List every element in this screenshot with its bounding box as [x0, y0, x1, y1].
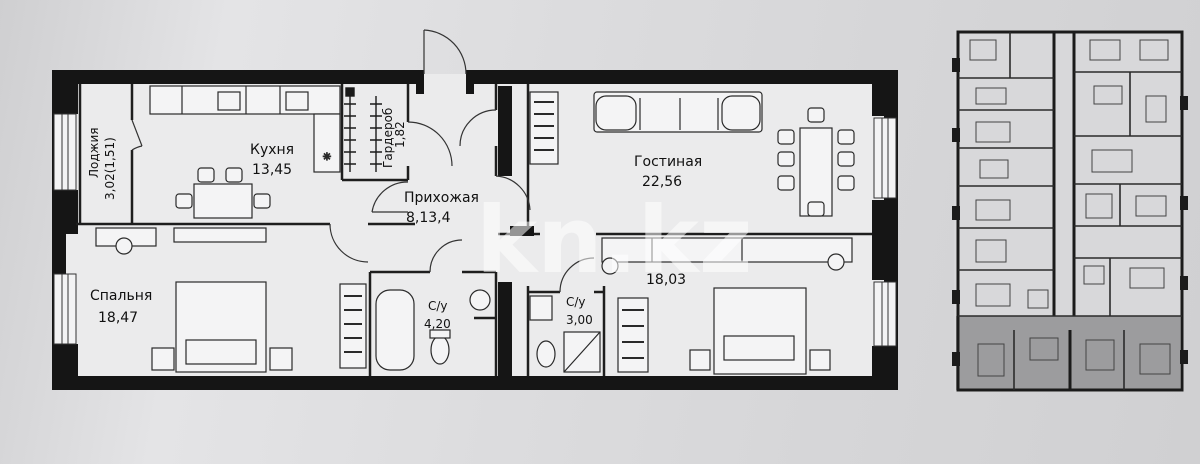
room-labels: Лоджия 3,02(1,51) Кухня 13,45 Гардероб 1…	[87, 108, 702, 331]
windows	[53, 113, 897, 347]
bathroom-1-label: С/у	[428, 299, 448, 313]
living-furniture	[529, 91, 855, 217]
hallway-area: 8,13,4	[406, 210, 451, 226]
kitchen-counter: ✳	[149, 85, 341, 173]
kitchen-area: 13,45	[252, 162, 292, 178]
loggia-area: 3,02(1,51)	[103, 137, 117, 200]
wardrobe-area: 1,82	[393, 121, 407, 148]
doors	[131, 29, 595, 293]
bedroom-left-furniture	[95, 227, 367, 373]
wardrobe-label: Гардероб	[381, 108, 395, 168]
kitchen-label: Кухня	[250, 142, 294, 158]
bedroom-left-label: Спальня	[90, 288, 152, 304]
kitchen-table	[175, 167, 271, 219]
bedroom-right-area: 18,03	[646, 272, 686, 288]
bedroom-right-furniture	[601, 237, 853, 375]
bathroom-2-fixtures	[529, 295, 601, 373]
bathroom-2-label: С/у	[566, 295, 586, 309]
interior-walls	[76, 84, 872, 376]
wardrobe-hangers	[344, 87, 382, 172]
bathroom-2-area: 3,00	[566, 313, 593, 327]
svg-text:✳: ✳	[323, 152, 331, 163]
hallway-label: Прихожая	[404, 190, 479, 206]
bathroom-1-fixtures	[375, 289, 491, 371]
bathroom-1-area: 4,20	[424, 317, 451, 331]
loggia-label: Лоджия	[87, 128, 101, 179]
floor-key-plan	[952, 30, 1188, 392]
outer-walls	[52, 70, 898, 390]
apartment-plan: ✳	[52, 29, 898, 390]
living-label: Гостиная	[634, 154, 702, 170]
living-area: 22,56	[642, 174, 682, 190]
watermark: kn.kz	[476, 187, 752, 294]
bedroom-left-area: 18,47	[98, 310, 138, 326]
